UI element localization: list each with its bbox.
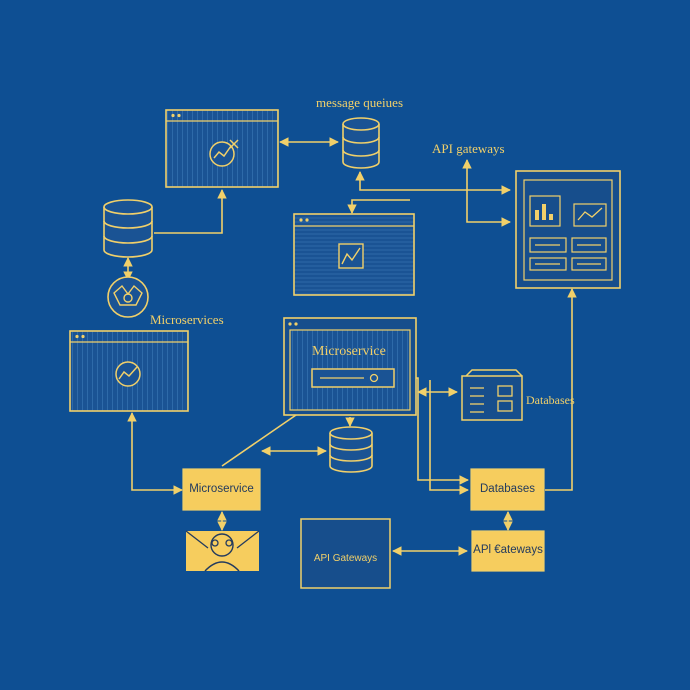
database-icon-center: [329, 426, 373, 473]
label-api-gateways-top: API gateways: [432, 141, 505, 156]
dashboard-chart-panel: [573, 203, 607, 227]
label-message-queues: message queiues: [316, 95, 404, 110]
connector-windowleft-msbox: [127, 412, 183, 495]
connector-queue-dashboard: [355, 171, 511, 195]
window-chart-center: [293, 213, 415, 296]
label-databases-right: Databases: [526, 393, 575, 407]
window-chart-top-left: [165, 109, 279, 188]
connector-window2-bus: [347, 199, 410, 214]
message-queue-database-icon: [342, 117, 380, 169]
api-gateways-box-label: API Gateways: [313, 553, 378, 564]
window-chart-left: [69, 330, 189, 412]
database-icon-left: [103, 199, 153, 258]
api-gateways-box: [300, 518, 391, 589]
connector-db-window1: [154, 189, 227, 234]
microservice-box-label: Microservice: [189, 483, 254, 495]
connector-window3-dbbox-b: [429, 380, 469, 495]
microservice-box: [182, 468, 261, 511]
databases-box: [470, 468, 545, 511]
growth-chart-icon: [115, 361, 141, 387]
dashboard-bar-panel: [529, 195, 561, 227]
connector-dbbox-dashboard: [545, 288, 577, 491]
window-microservice-center: [283, 317, 417, 416]
line-chart-icon: [338, 243, 364, 269]
databases-box-label: Databases: [480, 483, 535, 495]
api-gateways-box-right: [471, 530, 545, 572]
service-circle-icon: [107, 276, 149, 318]
bot-icon: [185, 530, 260, 572]
label-microservices-left: Microservices: [150, 312, 224, 327]
label-microservice-center: Microservice: [312, 344, 386, 359]
connector-api-dashboard: [466, 196, 511, 227]
dashboard-window: [515, 170, 621, 289]
api-gateways-box-right-label: APl €ateways: [473, 544, 543, 556]
database-server-icon: [461, 369, 523, 421]
